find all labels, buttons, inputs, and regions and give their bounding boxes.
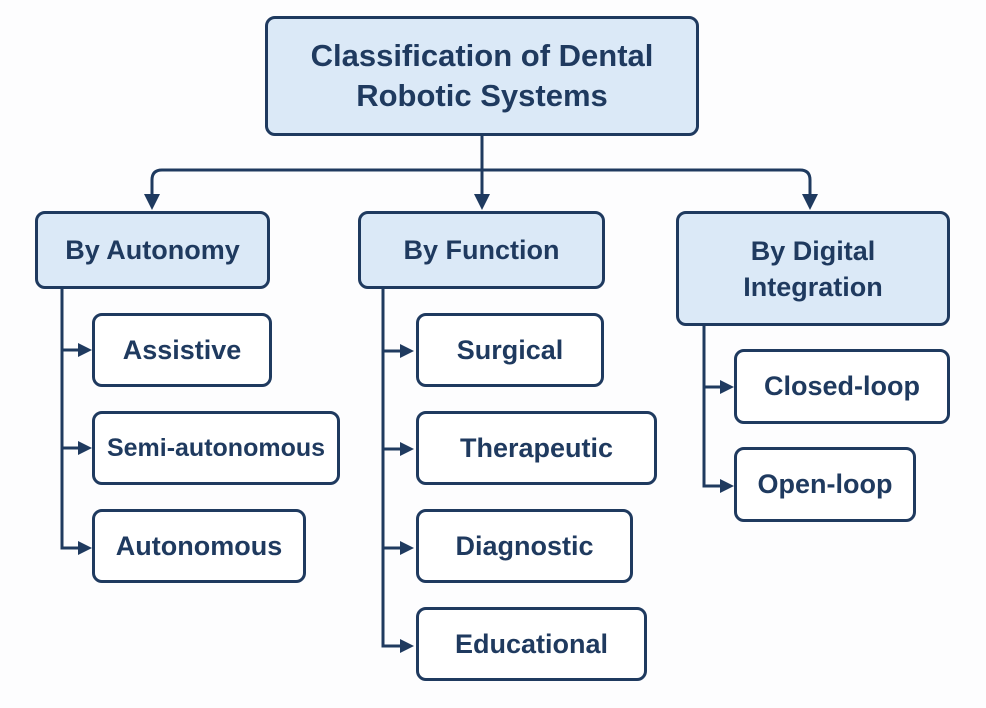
arrowhead-educational bbox=[400, 639, 414, 653]
category-function: By Function bbox=[358, 211, 605, 289]
category-function-label: By Function bbox=[403, 235, 560, 265]
leaf-label: Educational bbox=[454, 628, 609, 659]
leaf-educational: Educational bbox=[416, 607, 647, 681]
arrowhead-open bbox=[720, 479, 734, 493]
arrowhead-therapeutic bbox=[400, 442, 414, 456]
arrowhead-digital bbox=[802, 194, 818, 210]
arrowhead-autonomy bbox=[144, 194, 160, 210]
digital-trunk bbox=[702, 325, 722, 488]
arrowhead-surgical bbox=[400, 344, 414, 358]
arrow-to-digital bbox=[482, 168, 812, 196]
arrowhead-assistive bbox=[78, 343, 92, 357]
leaf-semi-autonomous: Semi-autonomous bbox=[92, 411, 340, 485]
leaf-diagnostic: Diagnostic bbox=[416, 509, 633, 583]
arrowhead-diagnostic bbox=[400, 541, 414, 555]
arrowhead-closed bbox=[720, 380, 734, 394]
leaf-label: Autonomous bbox=[115, 530, 283, 561]
category-autonomy: By Autonomy bbox=[35, 211, 270, 289]
arrowhead-autonomous bbox=[78, 541, 92, 555]
leaf-open-loop: Open-loop bbox=[734, 447, 916, 522]
leaf-label: Assistive bbox=[122, 334, 242, 365]
leaf-surgical: Surgical bbox=[416, 313, 604, 387]
category-digital-label-line1: By Digital bbox=[750, 235, 876, 266]
arrowhead-function bbox=[474, 194, 490, 210]
category-digital-integration: By Digital Integration bbox=[676, 211, 950, 326]
leaf-therapeutic: Therapeutic bbox=[416, 411, 657, 485]
leaf-label: Open-loop bbox=[757, 469, 893, 499]
root-title-line2: Robotic Systems bbox=[356, 78, 608, 113]
leaf-autonomous: Autonomous bbox=[92, 509, 306, 583]
leaf-assistive: Assistive bbox=[92, 313, 272, 387]
leaf-label: Diagnostic bbox=[455, 530, 594, 561]
leaf-label: Therapeutic bbox=[459, 432, 614, 463]
arrow-to-autonomy bbox=[150, 168, 482, 196]
function-trunk bbox=[381, 288, 402, 648]
arrowhead-semi bbox=[78, 441, 92, 455]
category-digital-label-line2: Integration bbox=[743, 271, 883, 302]
leaf-closed-loop: Closed-loop bbox=[734, 349, 950, 424]
leaf-label: Surgical bbox=[456, 334, 564, 365]
leaf-label: Semi-autonomous bbox=[106, 433, 326, 462]
root-node: Classification of Dental Robotic Systems bbox=[265, 16, 699, 136]
root-title-line1: Classification of Dental bbox=[310, 38, 654, 73]
autonomy-trunk bbox=[60, 288, 80, 550]
leaf-label: Closed-loop bbox=[764, 371, 920, 401]
category-autonomy-label: By Autonomy bbox=[65, 235, 240, 265]
